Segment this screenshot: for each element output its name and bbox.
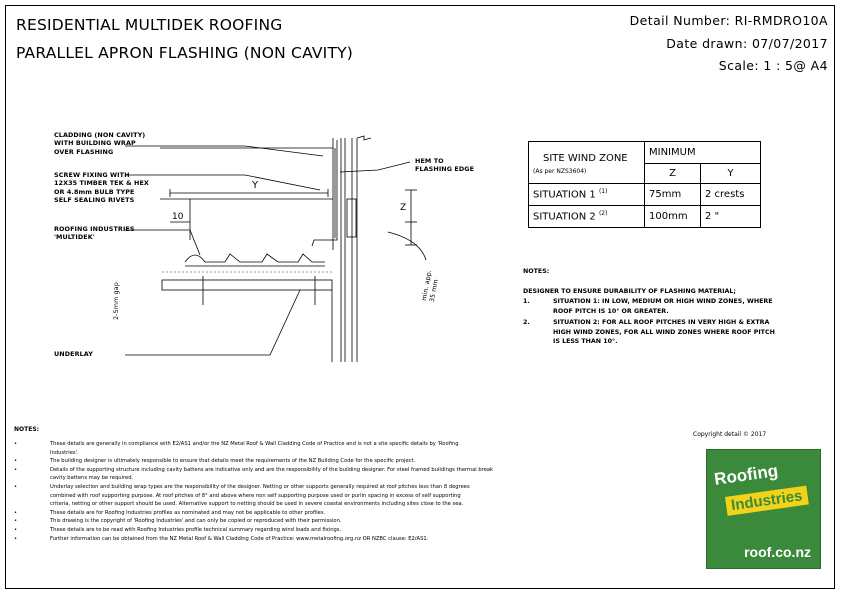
roofing-profile-label: ROOFING INDUSTRIES 'MULTIDEK' bbox=[54, 225, 135, 242]
right-notes-heading: NOTES: bbox=[523, 268, 550, 275]
detail-number: Detail Number: RI-RMDRO10A bbox=[629, 13, 828, 28]
bottom-notes-list: •These details are generally in complian… bbox=[14, 441, 494, 542]
screw-fixing-label: SCREW FIXING WITH 12X35 TIMBER TEK & HEX… bbox=[54, 171, 149, 205]
title-line-1: RESIDENTIAL MULTIDEK ROOFING bbox=[16, 16, 283, 34]
scale: Scale: 1 : 5@ A4 bbox=[718, 58, 828, 73]
logo-word-industries: Industries bbox=[725, 485, 809, 516]
copyright-text: Copyright detail © 2017 bbox=[693, 431, 767, 438]
hem-label: HEM TO FLASHING EDGE bbox=[415, 157, 475, 174]
logo-word-roofing: Roofing bbox=[713, 461, 780, 489]
gap-label: 2-5mm gap bbox=[112, 282, 120, 320]
wind-table-col-z: Z bbox=[644, 163, 701, 184]
title-line-2: PARALLEL APRON FLASHING (NON CAVITY) bbox=[16, 44, 354, 62]
sheet-border bbox=[5, 5, 835, 589]
site-wind-zone-table: SITE WIND ZONE (As per NZS3604) MINIMUM … bbox=[528, 141, 761, 228]
right-notes-intro: DESIGNER TO ENSURE DURABILITY OF FLASHIN… bbox=[523, 288, 736, 295]
bottom-notes-heading: NOTES: bbox=[14, 426, 40, 433]
right-note-1: 1.SITUATION 1: IN LOW, MEDIUM OR HIGH WI… bbox=[523, 298, 773, 315]
logo-url: roof.co.nz bbox=[744, 544, 811, 560]
date-drawn: Date drawn: 07/07/2017 bbox=[666, 36, 828, 51]
wind-table-header-left: SITE WIND ZONE (As per NZS3604) bbox=[528, 141, 645, 184]
cladding-label: CLADDING (NON CAVITY) WITH BUILDING WRAP… bbox=[54, 131, 146, 156]
underlay-label: UNDERLAY bbox=[54, 350, 93, 358]
wind-table-col-y: Y bbox=[700, 163, 761, 184]
dim-10-label: 10 bbox=[172, 212, 184, 222]
table-row: SITUATION 1 (1) 75mm 2 crests bbox=[528, 183, 761, 206]
table-row: SITUATION 2 (2) 100mm 2 " bbox=[528, 205, 761, 228]
right-note-2: 2.SITUATION 2: FOR ALL ROOF PITCHES IN V… bbox=[523, 319, 775, 346]
wind-table-header-right: MINIMUM bbox=[644, 141, 761, 164]
dim-z-label: Z bbox=[400, 203, 407, 213]
roofing-industries-logo: Roofing Industries roof.co.nz bbox=[706, 449, 821, 569]
dim-y-label: Y bbox=[252, 180, 259, 191]
